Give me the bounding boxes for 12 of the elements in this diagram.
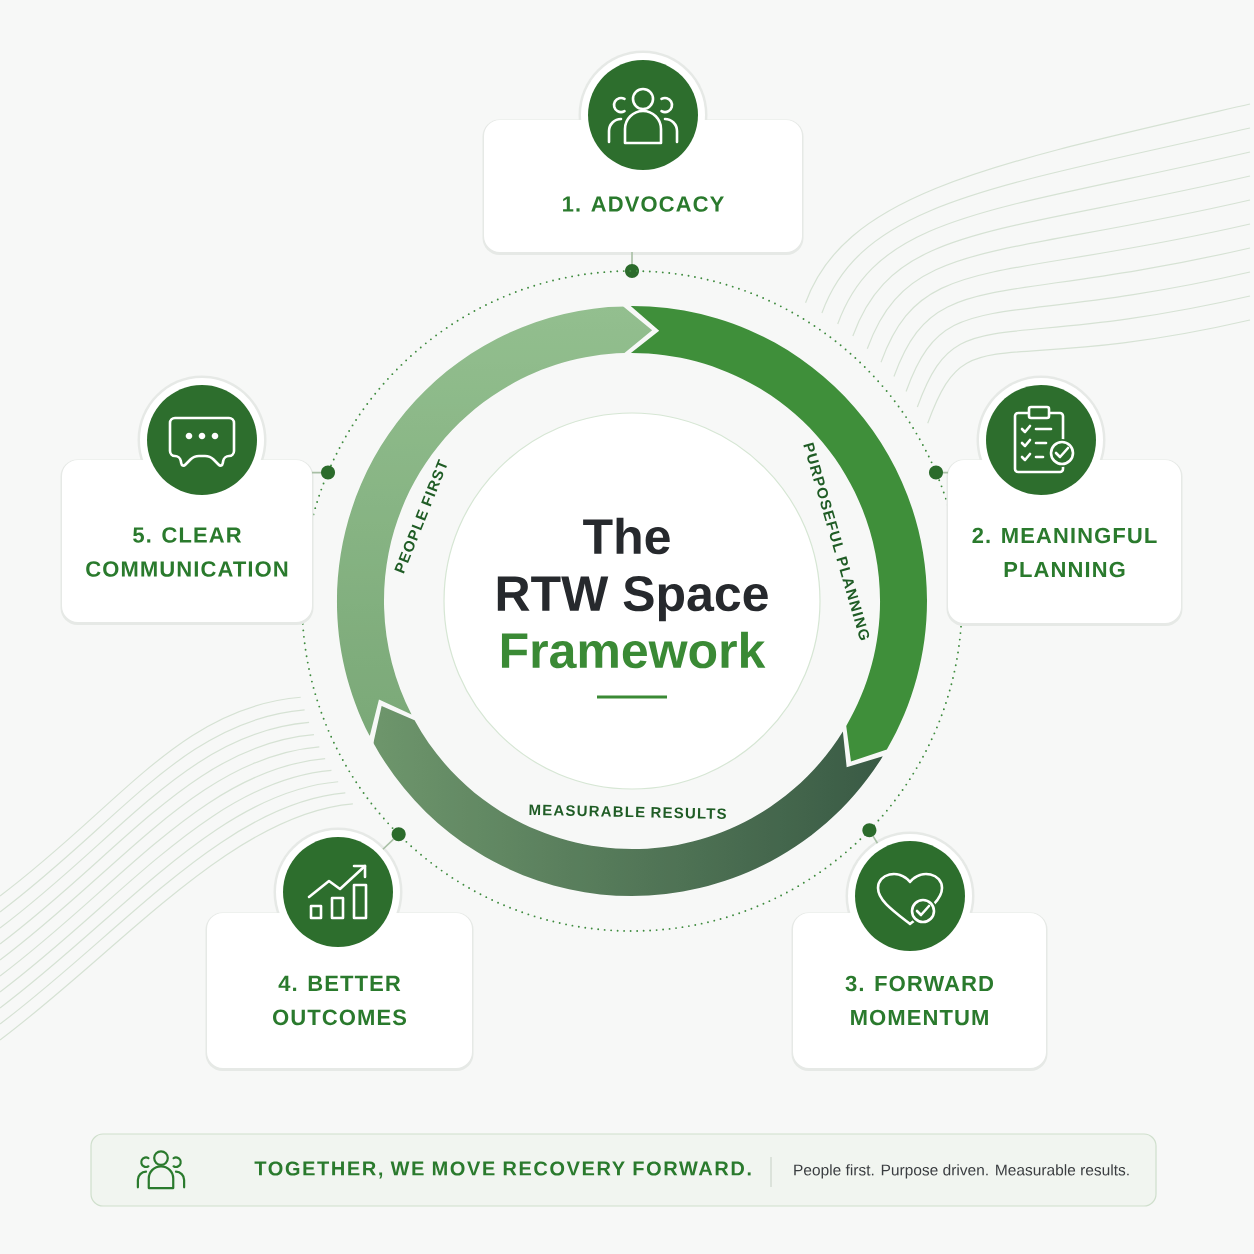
connector-dot bbox=[929, 465, 943, 480]
leader-line bbox=[872, 835, 879, 845]
connector-dot bbox=[862, 823, 877, 838]
connector-dot bbox=[625, 264, 639, 278]
connector-dot bbox=[321, 465, 335, 480]
arc-label: MEASURABLE RESULTS bbox=[529, 804, 726, 820]
leader-line bbox=[942, 471, 949, 474]
leader-line bbox=[631, 251, 633, 265]
connector-dot bbox=[391, 827, 406, 842]
leader-line bbox=[311, 471, 322, 474]
leader-line bbox=[382, 838, 395, 851]
banner: TOGETHER, WE MOVE RECOVERY FORWARD. People first. Purpose driven. Measurable results. bbox=[90, 1133, 1157, 1207]
